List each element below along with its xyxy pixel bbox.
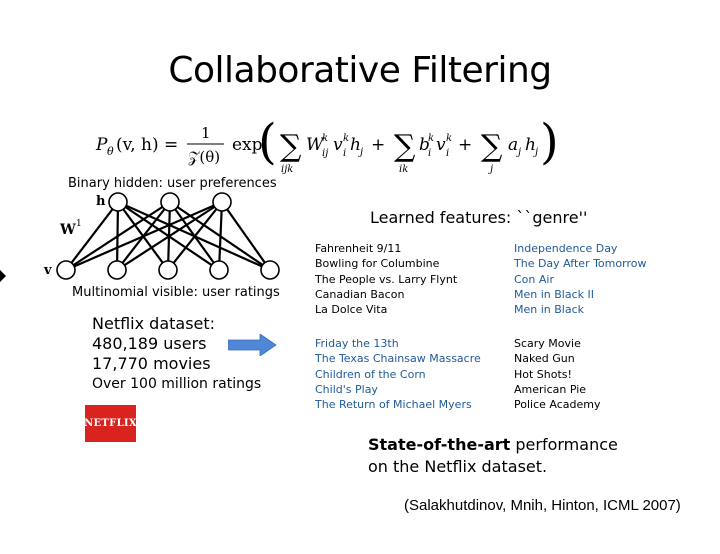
dataset-stats: Netflix dataset: 480,189 users 17,770 mo… [92,314,261,394]
eq-sum3-icon: ∑ [481,129,503,164]
eq-lhs-args: (v, h) = [116,135,178,155]
list-item: American Pie [514,382,587,396]
list-item: Child's Play [315,382,378,396]
list-item: Men in Black II [514,287,594,301]
energy-equation: P θ (v, h) = 1 𝒵(θ) exp ( ∑ ijk W k ij v… [95,114,559,175]
dataset-heading: Netflix dataset: [92,314,216,333]
netflix-logo-text: NETFLIX [84,418,137,429]
eq-sum3-sub: j [488,164,493,175]
list-item: Independence Day [514,242,618,255]
performance-bold: State-of-the-art [368,435,511,454]
network-edge [217,201,224,271]
eq-sum1-icon: ∑ [280,129,302,164]
eq-term1-sup: k [322,133,328,144]
genre-group-comedy: Scary Movie Naked Gun Hot Shots! America… [514,336,601,412]
eq-term2-v: v [436,135,446,155]
eq-plus-2: + [458,135,472,155]
h-symbol: h [96,194,106,209]
dataset-users: 480,189 users [92,334,207,353]
eq-left-paren: ( [258,114,277,170]
v-symbol: v [43,263,52,278]
eq-term3-h: h [525,135,536,155]
right-arrow-icon [228,334,277,356]
network-edge [65,201,119,271]
list-item: Hot Shots! [514,367,572,381]
eq-frac-den: 𝒵(θ) [188,148,220,166]
eq-term1-v-sup: k [343,133,349,144]
network-edge [221,201,271,271]
slide-title: Collaborative Filtering [168,50,552,91]
genre-group-action: Independence Day The Day After Tomorrow … [514,241,646,317]
w-superscript: 1 [76,219,82,229]
eq-term3: a [508,135,518,155]
eq-right-paren: ) [540,114,559,170]
list-item: Police Academy [514,398,601,412]
performance-line2: on the Netflix dataset. [368,457,548,476]
eq-plus-1: + [371,135,385,155]
eq-term2-v-sup: k [446,133,452,144]
list-item: La Dolce Vita [315,303,388,317]
visible-unit [107,260,127,280]
visible-layer-label: Multinomial visible: user ratings [72,285,280,300]
rbm-network-diagram: h v W 1 [43,192,280,280]
performance-note: State-of-the-art performance on the Netf… [368,434,618,478]
features-title: Learned features: ``genre'' [370,208,588,227]
list-item: The People vs. Larry Flynt [315,272,458,286]
genre-group-political: Fahrenheit 9/11 Bowling for Columbine Th… [315,241,457,317]
network-edge [116,201,223,271]
eq-sum2-sub: ik [399,164,408,175]
hidden-unit [108,192,128,212]
network-edge [167,201,223,271]
eq-sum1-sub: ijk [281,164,293,175]
eq-term2-v-sub: i [446,148,449,159]
previous-slide-marker [0,270,6,282]
list-item: Friday the 13th [315,337,399,350]
list-item: Scary Movie [514,337,581,350]
visible-unit [260,260,280,280]
eq-term2-sup: k [428,133,434,144]
w-symbol: W [59,222,76,238]
list-item: Bowling for Columbine [315,257,440,271]
list-item: Naked Gun [514,352,575,366]
eq-term1: W [306,135,325,155]
eq-exp: exp [232,135,263,155]
eq-term1-v-sub: i [343,148,346,159]
genre-group-horror: Friday the 13th The Texas Chainsaw Massa… [315,336,481,412]
dataset-movies: 17,770 movies [92,354,211,373]
hidden-unit [160,192,180,212]
eq-term1-v: v [333,135,343,155]
visible-unit [209,260,229,280]
list-item: The Texas Chainsaw Massacre [315,352,481,366]
list-item: Children of the Corn [315,367,426,381]
network-edges [65,200,271,272]
hidden-layer-label: Binary hidden: user preferences [68,176,277,191]
eq-sum2-icon: ∑ [394,129,416,164]
list-item: Canadian Bacon [315,287,405,301]
list-item: The Day After Tomorrow [514,257,647,271]
citation: (Salakhutdinov, Mnih, Hinton, ICML 2007) [404,497,681,514]
eq-term2: b [419,135,430,155]
performance-rest: performance [510,435,618,454]
list-item: Con Air [514,272,554,286]
list-item: The Return of Michael Myers [315,398,472,412]
dataset-ratings: Over 100 million ratings [92,376,262,392]
eq-lhs-sub: θ [107,145,114,158]
visible-unit [158,260,178,280]
netflix-logo: NETFLIX [84,405,137,442]
eq-term2-sub: i [428,148,431,159]
eq-term3-sub: j [516,147,521,158]
eq-term1-sub: ij [322,148,328,159]
list-item: Men in Black [514,303,585,317]
eq-term1-h: h [350,135,361,155]
hidden-unit [212,192,232,212]
eq-term1-h-sub: j [358,147,363,158]
network-nodes [56,192,280,280]
list-item: Fahrenheit 9/11 [315,242,402,255]
eq-lhs: P [95,135,108,155]
eq-frac-num: 1 [201,124,211,142]
eq-term3-h-sub: j [533,147,538,158]
network-edge [65,200,223,272]
visible-unit [56,260,76,280]
network-edge [65,201,171,271]
